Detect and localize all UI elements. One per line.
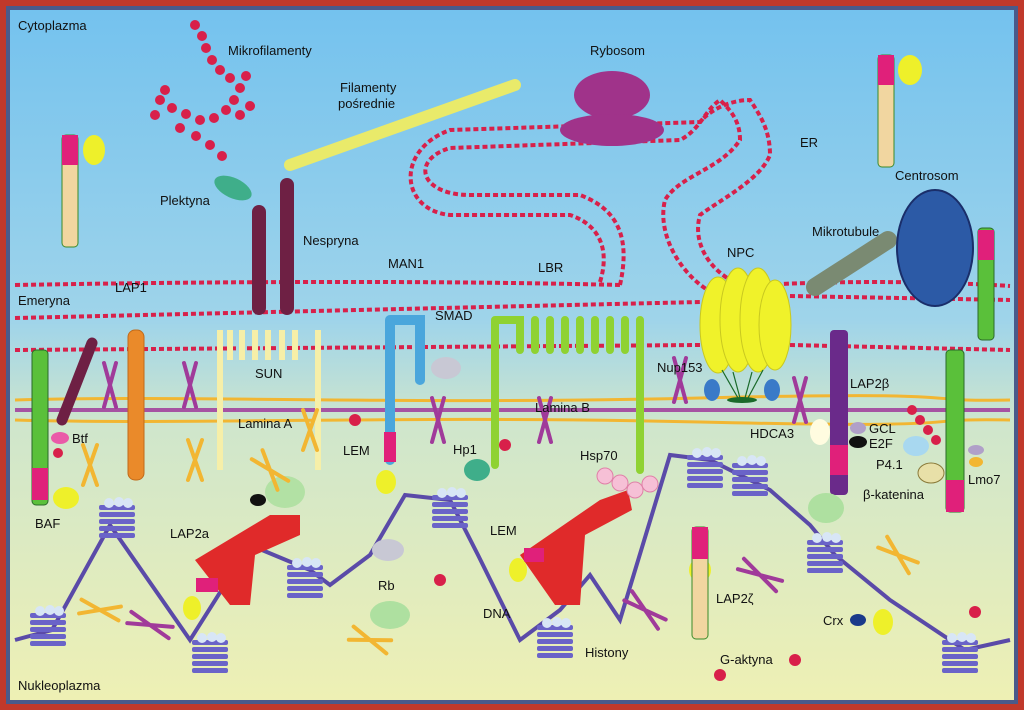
label-hdca3: HDCA3 [750, 426, 794, 441]
label-rb: Rb [378, 578, 395, 593]
label-nespryna: Nespryna [303, 233, 359, 248]
npc [699, 267, 792, 403]
intermediate-filament [284, 79, 521, 171]
label-p41: P4.1 [876, 457, 903, 472]
label-bkatenina: β-katenina [863, 487, 925, 502]
label-mikrotubule: Mikrotubule [812, 224, 879, 239]
label-lbr: LBR [538, 260, 563, 275]
label-nukleoplazma: Nukleoplazma [18, 678, 101, 693]
peg-green-right [977, 227, 995, 341]
label-lap2z: LAP2ζ [716, 591, 754, 606]
label-lmo7: Lmo7 [968, 472, 1001, 487]
label-filamenty: Filamenty [340, 80, 397, 95]
label-man1: MAN1 [388, 256, 424, 271]
label-lamina-b: Lamina B [535, 400, 590, 415]
label-lamina-a: Lamina A [238, 416, 293, 431]
microfilament-chain [150, 20, 255, 161]
label-e2f: E2F [869, 436, 893, 451]
label-baf: BAF [35, 516, 60, 531]
label-rybosom: Rybosom [590, 43, 645, 58]
microtubule [806, 231, 897, 296]
label-smad: SMAD [435, 308, 473, 323]
cytoplasmic-peg-right [877, 54, 922, 168]
label-crx: Crx [823, 613, 844, 628]
centrosome [896, 189, 974, 307]
hsp70 [596, 467, 659, 499]
smad [431, 357, 461, 379]
label-gcl: GCL [869, 421, 896, 436]
label-hsp70: Hsp70 [580, 448, 618, 463]
lap2beta [830, 330, 848, 495]
label-nup153: Nup153 [657, 360, 703, 375]
sun-protein [217, 330, 321, 470]
lmo7-peg [945, 349, 965, 513]
label-g-aktyna: G-aktyna [720, 652, 774, 667]
label-emeryna: Emeryna [18, 293, 71, 308]
label-plektyna: Plektyna [160, 193, 211, 208]
label-er: ER [800, 135, 818, 150]
labels: Cytoplazma Nukleoplazma Mikrofilamenty F… [18, 18, 1001, 693]
nesprin [214, 175, 294, 315]
hp1 [464, 459, 490, 481]
label-hp1: Hp1 [453, 442, 477, 457]
man1-lem-domain [384, 432, 396, 462]
label-histony: Histony [585, 645, 629, 660]
lap2a-protein [183, 476, 305, 620]
label-lap2b: LAP2β [850, 376, 889, 391]
label-lem-left: LEM [343, 443, 370, 458]
label-npc: NPC [727, 245, 754, 260]
label-centrosom: Centrosom [895, 168, 959, 183]
label-posrednie: pośrednie [338, 96, 395, 111]
label-mikrofilamenty: Mikrofilamenty [228, 43, 312, 58]
cytoplasmic-peg-left [61, 134, 105, 248]
label-sun: SUN [255, 366, 282, 381]
emerin [31, 337, 98, 509]
label-lem-center: LEM [490, 523, 517, 538]
lem-center-protein [509, 490, 632, 605]
lap2z-peg [691, 526, 709, 640]
lbr-protein [491, 316, 644, 474]
label-lap1: LAP1 [115, 280, 147, 295]
ribosome [560, 71, 664, 146]
misc-molecules [77, 405, 984, 681]
lap1 [127, 329, 145, 481]
er-membrane [408, 97, 773, 302]
label-dna: DNA [483, 606, 511, 621]
label-lap2a: LAP2a [170, 526, 210, 541]
label-cytoplazma: Cytoplazma [18, 18, 87, 33]
label-btf: Btf [72, 431, 88, 446]
plectin [214, 175, 252, 201]
